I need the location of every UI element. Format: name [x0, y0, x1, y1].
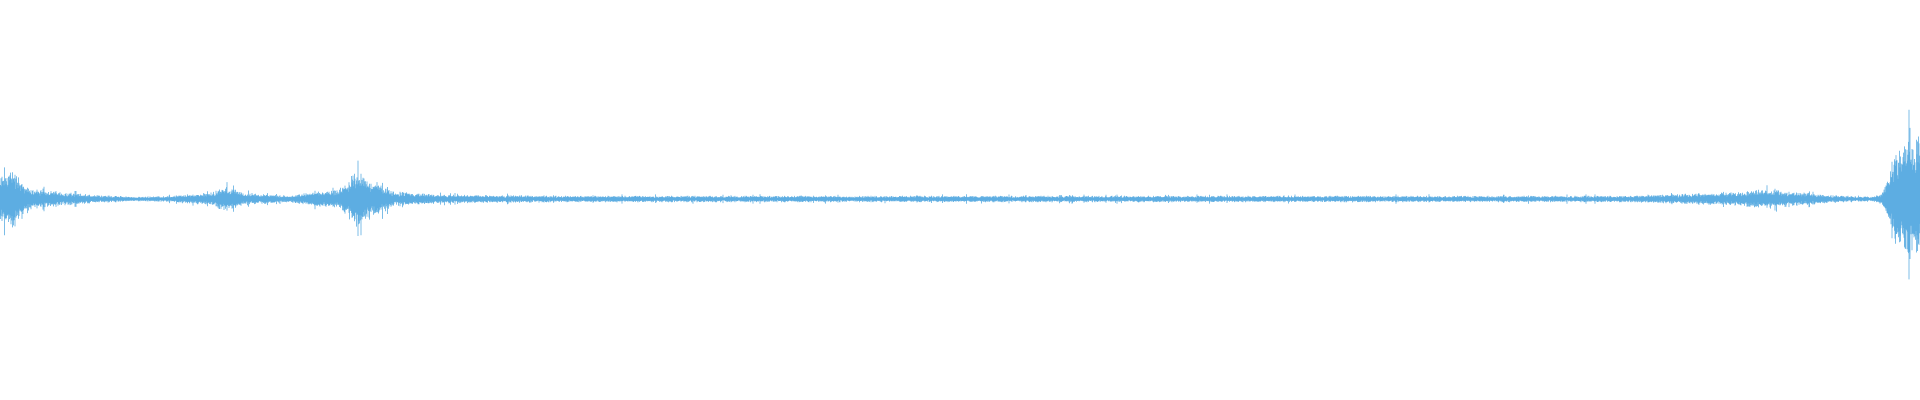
waveform-path: [0, 109, 1920, 280]
